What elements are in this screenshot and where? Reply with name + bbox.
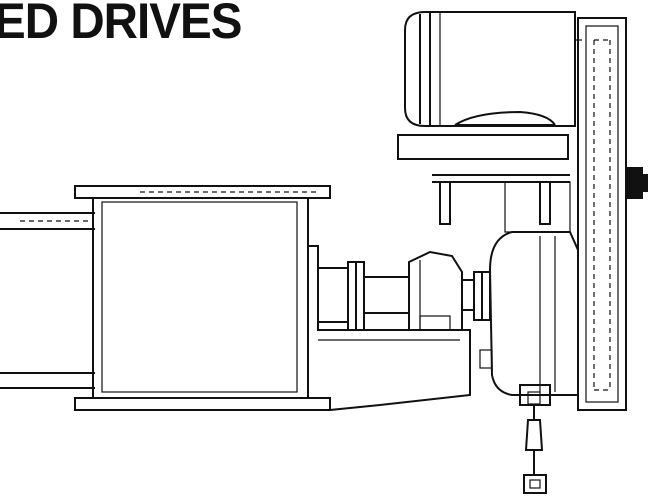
- coupling: [461, 271, 491, 321]
- belt-guard: [577, 17, 627, 411]
- turnbuckle: [523, 391, 547, 494]
- intermediate-gearbox: [408, 250, 463, 331]
- input-shaft: [0, 212, 95, 389]
- adapter-base: [308, 245, 471, 411]
- tension-knob-icon: [627, 167, 648, 199]
- page-title: ED DRIVES: [0, 0, 242, 49]
- coupling: [317, 261, 410, 331]
- motor-mount: [397, 110, 571, 233]
- gear-housing: [74, 185, 331, 411]
- electric-motor: [404, 11, 582, 127]
- main-gear-unit: [479, 231, 579, 406]
